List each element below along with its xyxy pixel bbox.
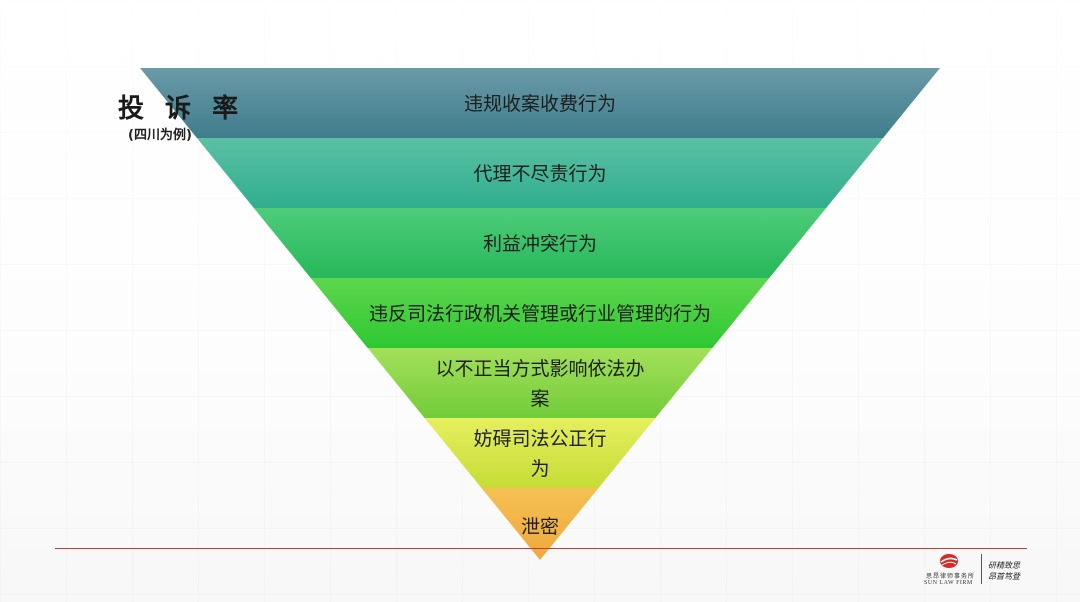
- firm-motto-line-2: 昂首笃登: [988, 572, 1020, 581]
- firm-motto-line-1: 研精致思: [988, 561, 1020, 570]
- firm-logo-icon: [940, 554, 958, 568]
- funnel-layer-5: [367, 348, 713, 418]
- funnel-label-5: 以不正当方式影响依法办案: [435, 358, 644, 410]
- page-subtitle: (四川为例): [128, 128, 192, 143]
- funnel-label-6: 妨碍司法公正行为: [473, 428, 606, 480]
- funnel-label-1: 违规收案收费行为: [464, 93, 616, 115]
- funnel-layer-7: [481, 488, 599, 560]
- funnel-layer-6: [424, 418, 656, 488]
- funnel-layer-1: [140, 68, 940, 138]
- logo-separator: [981, 554, 982, 584]
- funnel-layer-3: [253, 208, 827, 278]
- footer-rule: [55, 548, 1027, 549]
- firm-name-en: SUN LAW FIRM: [924, 580, 973, 586]
- funnel-label-7: 泄密: [521, 516, 559, 538]
- firm-motto: 研精致思 昂首笃登: [988, 560, 1034, 582]
- funnel-layer-2: [196, 138, 884, 208]
- funnel-label-4: 违反司法行政机关管理或行业管理的行为: [369, 303, 711, 325]
- funnel-label-2: 代理不尽责行为: [473, 163, 606, 185]
- firm-name-cn: 思昂律师事务所: [926, 573, 976, 580]
- funnel-layer-4: [310, 278, 770, 348]
- page-title: 投 诉 率: [118, 94, 245, 124]
- funnel-label-3: 利益冲突行为: [483, 233, 597, 255]
